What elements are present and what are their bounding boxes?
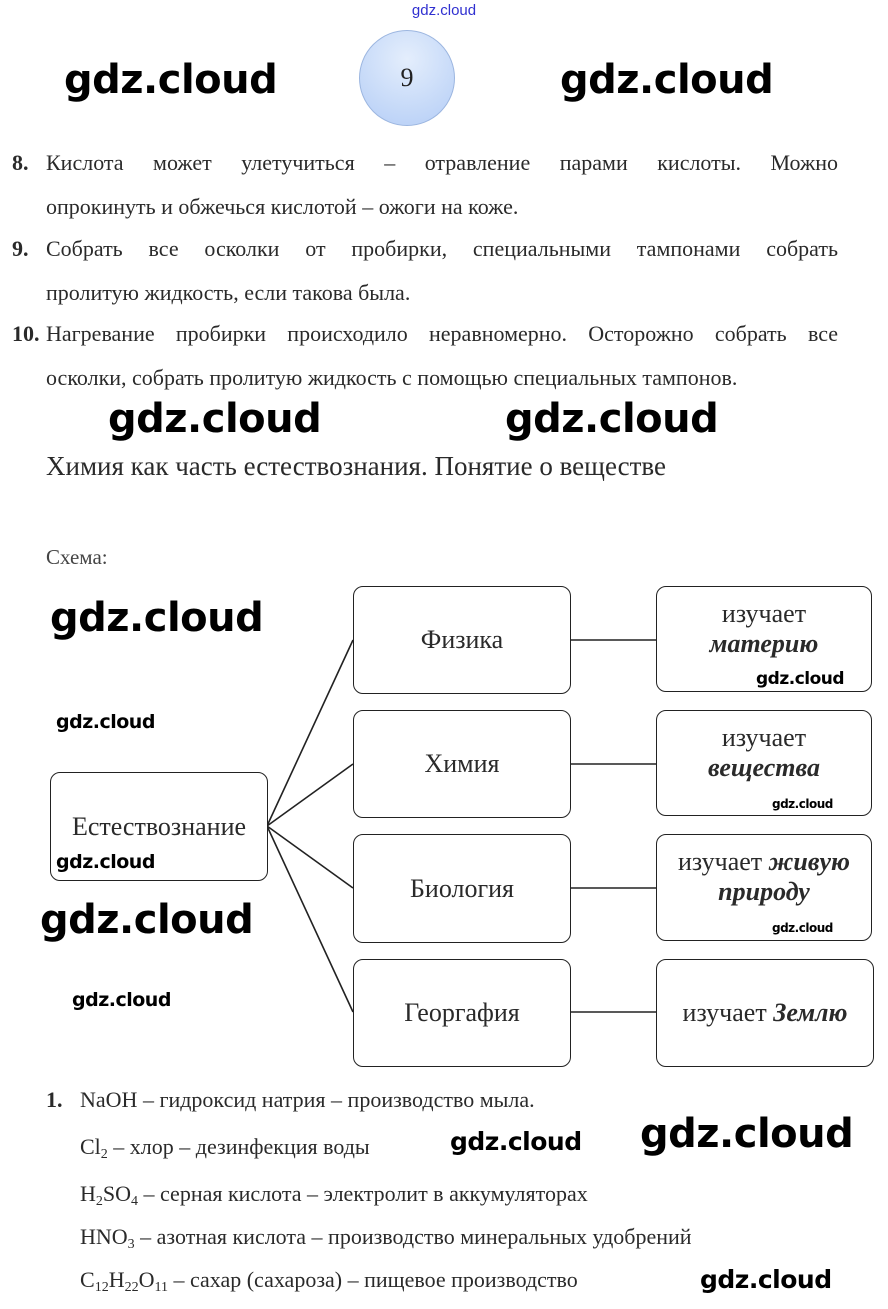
watermark: gdz.cloud <box>56 851 155 873</box>
watermark: gdz.cloud <box>756 669 845 689</box>
answer-number: 8. <box>12 150 29 175</box>
watermark: gdz.cloud <box>505 396 719 442</box>
subject-box-chemistry: Химия <box>353 710 571 818</box>
page-number-badge: 9 <box>359 30 455 126</box>
studies-label: изучает <box>721 723 807 752</box>
object-box-geography: изучает Землю <box>656 959 874 1067</box>
diagram-root-box: Естествознание <box>50 772 268 881</box>
list-item: C12H22O11 – сахар (сахароза) – пищевое п… <box>80 1267 578 1295</box>
subject-label: Георгафия <box>404 998 520 1027</box>
watermark: gdz.cloud <box>40 897 254 943</box>
watermark: gdz.cloud <box>56 711 155 733</box>
subject-label: Химия <box>424 749 500 778</box>
object-label: материю <box>709 629 819 658</box>
object-label: живую природу <box>718 847 851 906</box>
watermark: gdz.cloud <box>72 989 171 1011</box>
answer-number: 10. <box>12 321 40 346</box>
list-item: HNO3 – азотная кислота – производство ми… <box>80 1224 692 1252</box>
connector-line <box>266 639 354 827</box>
watermark: gdz.cloud <box>560 57 774 103</box>
answer-line: пролитую жидкость, если такова была. <box>46 280 411 305</box>
list-item: NaOH – гидроксид натрия – производство м… <box>80 1087 535 1112</box>
answer-line: Собрать все осколки от пробирки, специал… <box>46 236 838 261</box>
connector-line <box>266 763 354 827</box>
watermark: gdz.cloud <box>640 1111 854 1157</box>
object-label: Землю <box>773 998 848 1027</box>
answer-line: Нагревание пробирки происходило неравном… <box>46 321 838 346</box>
answer-line: опрокинуть и обжечься кислотой – ожоги н… <box>46 194 519 219</box>
list-item: Cl2 – хлор – дезинфекция воды <box>80 1134 370 1162</box>
watermark: gdz.cloud <box>700 1265 832 1294</box>
watermark: gdz.cloud <box>50 595 264 641</box>
connector-line <box>266 825 354 1013</box>
subject-label: Биология <box>409 873 514 903</box>
subject-box-physics: Физика <box>353 586 571 694</box>
watermark: gdz.cloud <box>450 1127 582 1156</box>
list-number: 1. <box>46 1087 63 1112</box>
answer-number: 9. <box>12 236 29 261</box>
studies-label: изучает <box>682 998 767 1027</box>
subject-label: Физика <box>420 625 504 654</box>
watermark: gdz.cloud <box>772 921 833 935</box>
object-label: вещества <box>708 753 820 782</box>
studies-label: изучает <box>721 599 807 628</box>
root-label: Естествознание <box>71 811 247 841</box>
watermark: gdz.cloud <box>108 396 322 442</box>
object-box-biology: изучает живую природу <box>656 834 872 941</box>
list-item: H2SO4 – серная кислота – электролит в ак… <box>80 1181 588 1209</box>
watermark: gdz.cloud <box>772 797 833 811</box>
subject-box-geography: Георгафия <box>353 959 571 1067</box>
studies-label: изучает <box>677 847 763 876</box>
watermark: gdz.cloud <box>64 57 278 103</box>
answer-line: Кислота может улетучиться – отравление п… <box>46 150 838 175</box>
subject-box-biology: Биология <box>353 834 571 943</box>
section-title: Химия как часть естествознания. Понятие … <box>46 451 666 481</box>
connector-line <box>266 825 354 889</box>
answer-line: осколки, собрать пролитую жидкость с пом… <box>46 365 738 390</box>
schema-label: Схема: <box>46 545 108 569</box>
watermark-top: gdz.cloud <box>411 2 477 19</box>
